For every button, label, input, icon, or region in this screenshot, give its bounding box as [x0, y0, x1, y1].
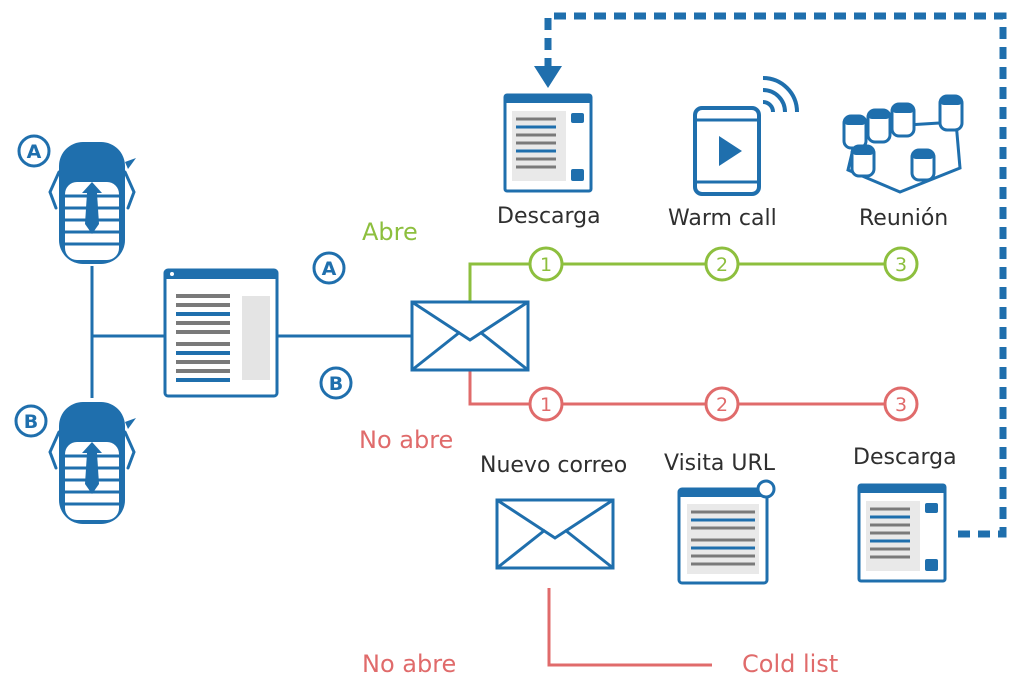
- meeting-table-icon: [842, 94, 964, 194]
- opened-step-1-label: Descarga: [497, 204, 601, 229]
- not-opened-step-3-label: Descarga: [853, 445, 957, 470]
- svg-text:3: 3: [895, 254, 907, 276]
- landing-page-icon: [163, 268, 279, 398]
- not-opened-step-3: 3: [883, 386, 919, 422]
- not-opened-step-2-label: Visita URL: [664, 451, 775, 476]
- opened-step-2-label: Warm call: [668, 206, 777, 231]
- cold-list-connector: [547, 588, 712, 667]
- not-opened-step-1-label: Nuevo correo: [480, 453, 628, 478]
- opened-label: Abre: [362, 218, 418, 246]
- not-opened-step-2: 2: [704, 386, 740, 422]
- opened-step-3-label: Reunión: [859, 206, 949, 231]
- svg-text:B: B: [24, 411, 38, 433]
- new-email-envelope-icon: [495, 498, 615, 570]
- opened-step-2: 2: [704, 246, 740, 282]
- person-a-badge: A: [17, 134, 51, 168]
- not-opened-label: No abre: [359, 426, 454, 454]
- branch-a-badge: A: [312, 251, 346, 285]
- persons-connector: [90, 266, 412, 398]
- loop-back-arrow: [534, 12, 1007, 538]
- svg-text:3: 3: [895, 394, 907, 416]
- final-no-open-label: No abre: [362, 650, 457, 678]
- opened-step-3: 3: [883, 246, 919, 282]
- branch-b-badge: B: [319, 366, 353, 400]
- svg-text:A: A: [322, 258, 337, 280]
- not-opened-branch-line: [468, 370, 884, 406]
- tablet-video-icon: [693, 76, 799, 196]
- svg-text:1: 1: [540, 394, 552, 416]
- opened-step-1: 1: [528, 246, 564, 282]
- download-document-icon: [503, 93, 593, 193]
- person-b-badge: B: [14, 404, 48, 438]
- download-document-icon-2: [857, 483, 947, 583]
- opened-branch-line: [468, 262, 884, 302]
- cold-list-label: Cold list: [742, 650, 839, 678]
- email-envelope-icon: [410, 300, 530, 372]
- svg-text:B: B: [329, 373, 343, 395]
- person-a: [48, 140, 138, 266]
- visit-url-page-icon: [677, 479, 776, 585]
- svg-text:1: 1: [540, 254, 552, 276]
- not-opened-step-1: 1: [528, 386, 564, 422]
- svg-text:2: 2: [716, 394, 728, 416]
- person-b: [48, 400, 138, 526]
- svg-text:2: 2: [716, 254, 728, 276]
- svg-text:A: A: [27, 141, 42, 163]
